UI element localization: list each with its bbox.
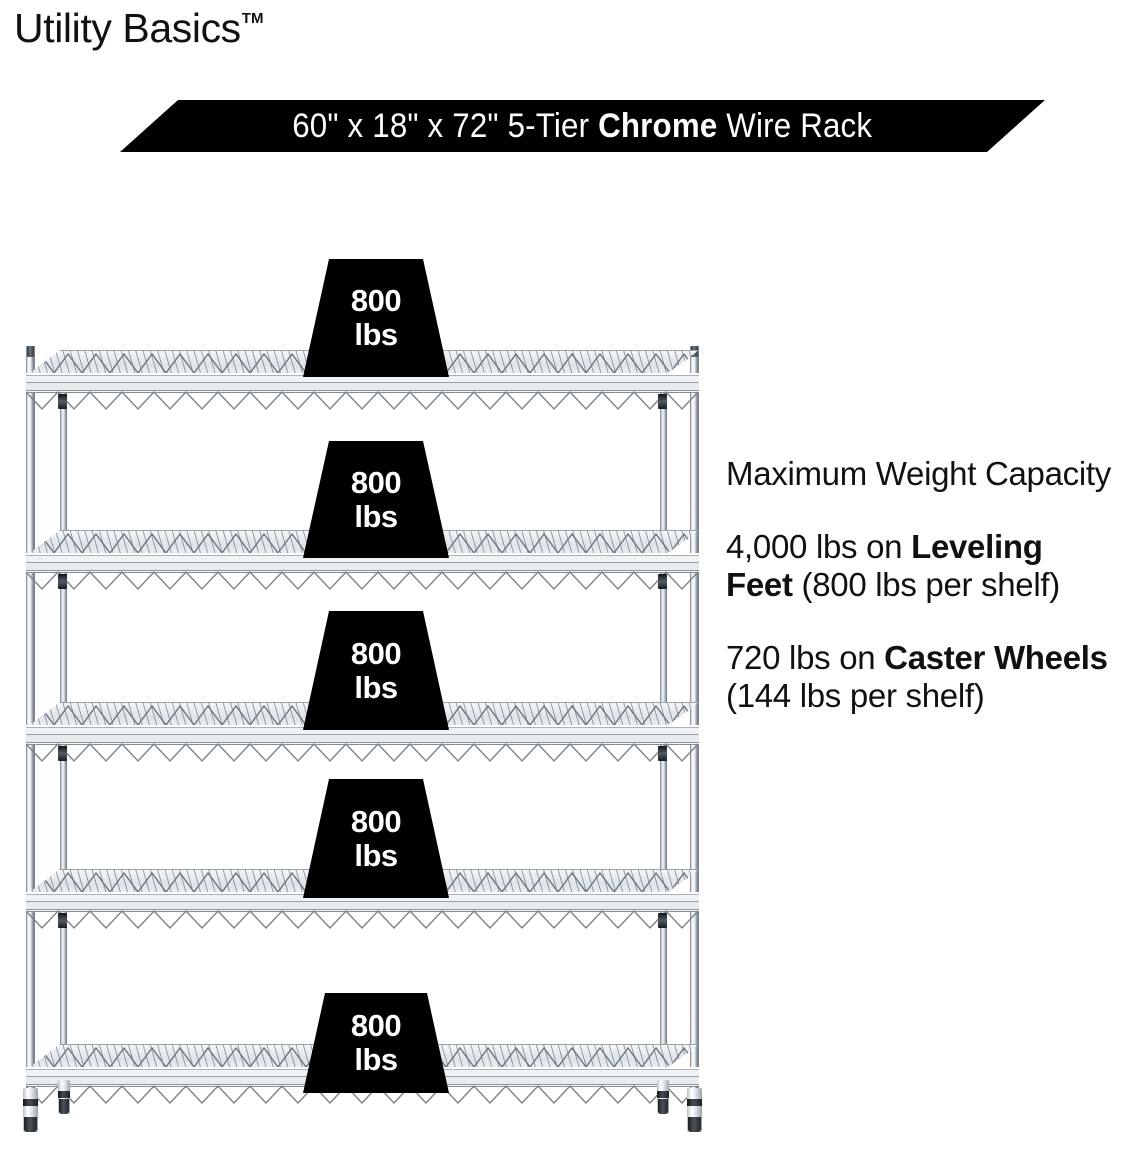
shelf-clip bbox=[58, 574, 67, 589]
capacity-heading: Maximum Weight Capacity bbox=[726, 455, 1111, 492]
brand-name: Utility Basics bbox=[14, 5, 241, 51]
leveling-feet-on-label: lbs on bbox=[807, 527, 912, 565]
shelf-clip bbox=[58, 913, 67, 928]
leveling-feet-amount: 4,000 bbox=[726, 527, 808, 565]
leveling-feet-emphasis: Leveling Feet bbox=[726, 527, 1043, 604]
truss-zigzag-icon bbox=[26, 910, 699, 930]
caster-wheels-detail: (144 lbs per shelf) bbox=[726, 677, 985, 715]
weight-badge-unit: lbs bbox=[354, 1042, 398, 1077]
truss-zigzag-icon bbox=[26, 743, 699, 763]
shelf-front-zigzag bbox=[26, 391, 699, 413]
rack-post-front-left bbox=[26, 346, 35, 1088]
leveling-foot-back-right bbox=[657, 1080, 669, 1114]
weight-badge-unit: lbs bbox=[354, 669, 398, 705]
banner-product: Wire Rack bbox=[726, 107, 873, 145]
capacity-caster-wheels: 720 lbs on Caster Wheels (144 lbs per sh… bbox=[726, 639, 1118, 716]
weight-badge-shelf-3: 800 lbs bbox=[303, 611, 449, 730]
shelf-clip bbox=[658, 746, 667, 761]
shelf-clip bbox=[658, 394, 667, 409]
title-banner-text: 60" x 18" x 72" 5-Tier Chrome Wire Rack bbox=[292, 109, 872, 143]
weight-badge-unit: lbs bbox=[354, 837, 398, 873]
truss-zigzag-icon bbox=[26, 391, 699, 411]
shelf-clip bbox=[658, 574, 667, 589]
weight-badge-shelf-2: 800 lbs bbox=[303, 441, 449, 558]
weight-badge-shelf-4: 800 lbs bbox=[303, 779, 449, 898]
weight-badge-shelf-5: 800 lbs bbox=[303, 993, 449, 1093]
leveling-foot-front-left bbox=[23, 1088, 38, 1132]
weight-badge-value: 800 bbox=[350, 1008, 402, 1044]
shelf-clip bbox=[58, 394, 67, 409]
shelf-front-rails bbox=[26, 553, 699, 573]
weight-badge-shelf-1: 800 lbs bbox=[303, 259, 449, 377]
brand-logo: Utility BasicsTM bbox=[14, 5, 264, 51]
caster-wheels-on-label: lbs on bbox=[780, 638, 885, 676]
banner-tier: 5-Tier bbox=[507, 107, 590, 145]
caster-wheels-emphasis: Caster Wheels bbox=[884, 638, 1108, 676]
shelf-front-zigzag bbox=[26, 1085, 699, 1107]
shelf-clip bbox=[58, 746, 67, 761]
weight-badge-value: 800 bbox=[350, 464, 402, 500]
title-banner: 60" x 18" x 72" 5-Tier Chrome Wire Rack bbox=[120, 100, 1045, 152]
shelf-front-rails bbox=[26, 725, 699, 745]
leveling-feet-detail: (800 lbs per shelf) bbox=[792, 566, 1061, 604]
trademark-symbol: TM bbox=[241, 10, 264, 28]
weight-badge-value: 800 bbox=[350, 283, 402, 319]
banner-dimensions: 60" x 18" x 72" bbox=[292, 107, 499, 145]
truss-zigzag-icon bbox=[26, 571, 699, 591]
leveling-foot-front-right bbox=[687, 1088, 702, 1132]
caster-wheels-amount: 720 bbox=[726, 638, 781, 676]
truss-zigzag-icon bbox=[26, 1085, 699, 1105]
banner-material: Chrome bbox=[598, 107, 718, 145]
shelf-front-rails bbox=[26, 373, 699, 393]
leveling-foot-back-left bbox=[58, 1080, 70, 1114]
shelf-front-zigzag bbox=[26, 743, 699, 765]
post-cap bbox=[27, 346, 34, 357]
shelf-front-rails bbox=[26, 892, 699, 912]
shelf-clip bbox=[658, 913, 667, 928]
weight-badge-value: 800 bbox=[350, 635, 402, 671]
weight-badge-unit: lbs bbox=[354, 317, 398, 352]
weight-badge-value: 800 bbox=[350, 803, 402, 839]
capacity-panel: Maximum Weight Capacity 4,000 lbs on Lev… bbox=[726, 455, 1118, 716]
shelf-front-zigzag bbox=[26, 571, 699, 593]
capacity-leveling-feet: 4,000 lbs on Leveling Feet (800 lbs per … bbox=[726, 528, 1118, 605]
weight-badge-unit: lbs bbox=[354, 498, 398, 534]
shelf-front-zigzag bbox=[26, 910, 699, 932]
